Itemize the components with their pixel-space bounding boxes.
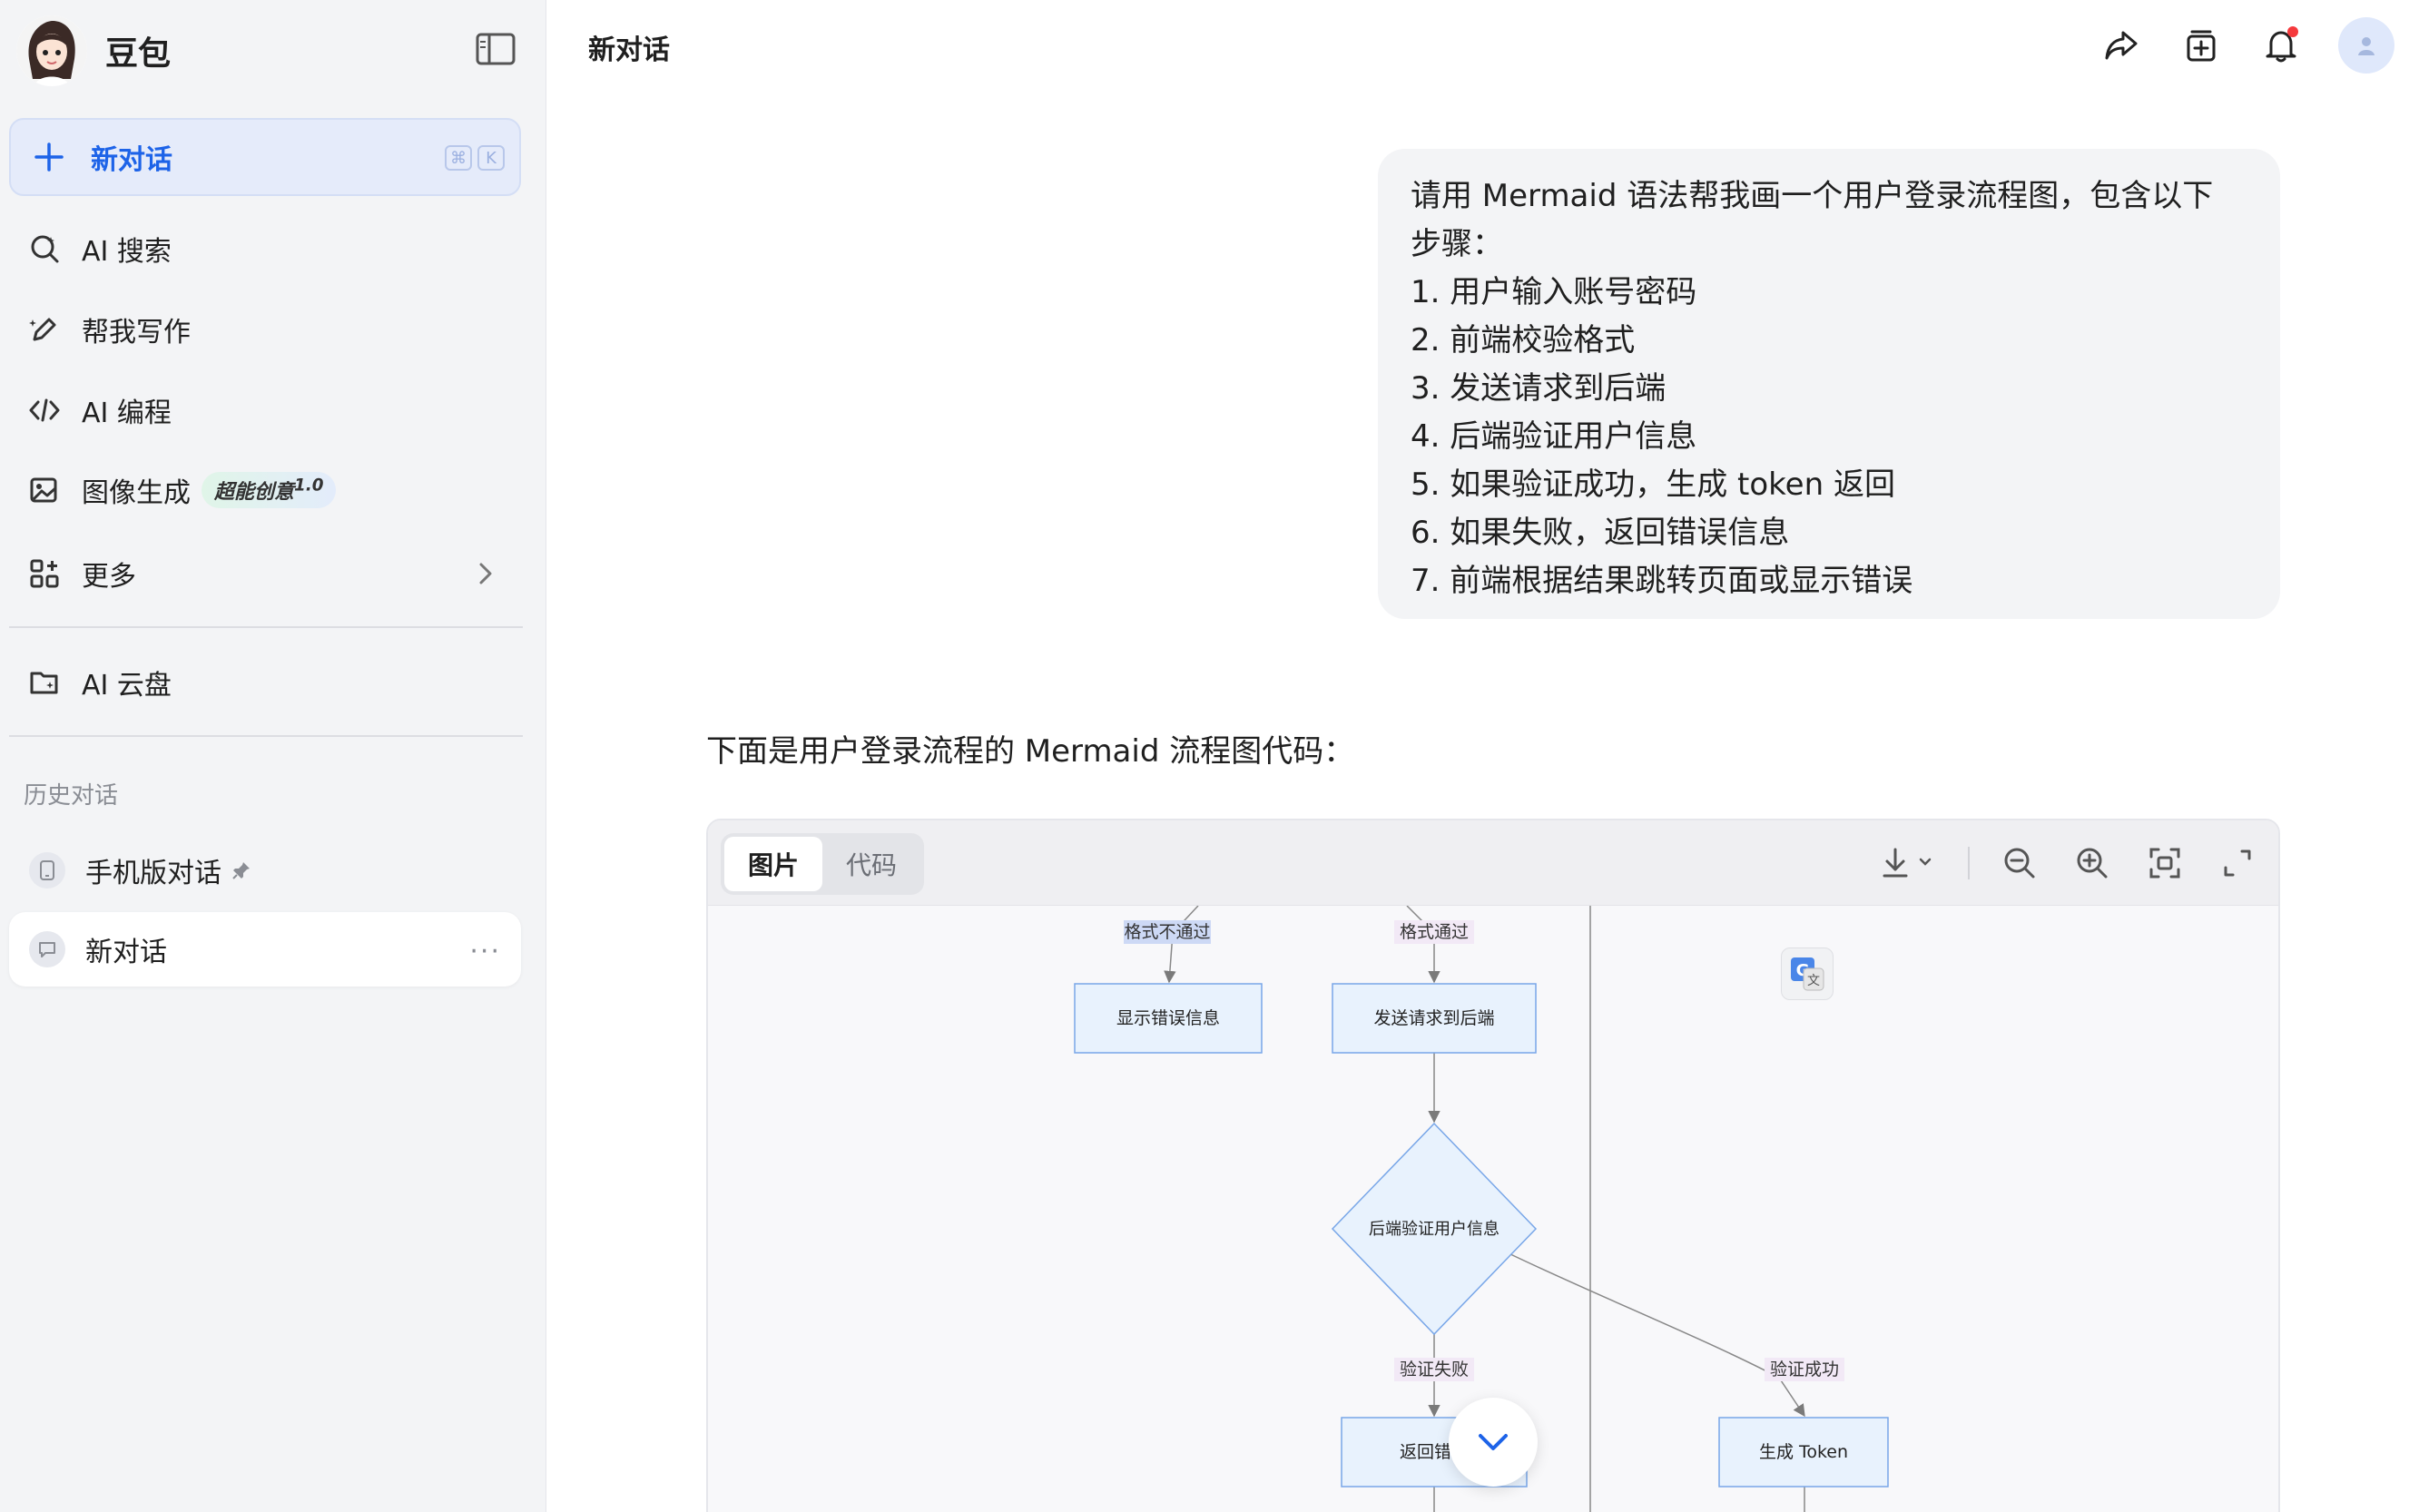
sidebar-divider: [9, 626, 523, 628]
history-item-label: 手机版对话: [85, 858, 221, 889]
node-backend-verify: [1331, 1122, 1538, 1336]
pin-icon: [231, 859, 252, 881]
message-line: 6. 如果失败，返回错误信息: [1411, 515, 1790, 551]
phone-icon: [29, 852, 65, 889]
shortcut-key-k: K: [477, 145, 505, 171]
edge-verify-success: [1506, 1252, 1805, 1418]
sidebar-item-label: AI 编程: [82, 398, 172, 429]
sidebar-item-label: 更多: [82, 561, 136, 593]
badge-version: 1.0: [294, 476, 324, 496]
message-line: 请用 Mermaid 语法帮我画一个用户登录流程图，包含以下: [1411, 178, 2214, 214]
sidebar-item-label: 帮我写作: [82, 317, 191, 349]
shortcut-key-cmd: ⌘: [445, 145, 472, 171]
new-chat-label: 新对话: [91, 144, 172, 176]
sidebar-item-cloud-drive[interactable]: AI 云盘: [27, 655, 517, 710]
mermaid-diagram-card: 图片 代码 格式不通过 格式通过 验证失败 验证成功: [706, 819, 2280, 1512]
edge-label-verify-success: 验证成功: [1770, 1360, 1839, 1379]
brand[interactable]: 豆包: [16, 15, 171, 87]
node-generate-token-label: 生成 Token: [1759, 1442, 1848, 1462]
page-title: 新对话: [588, 34, 670, 66]
brand-name: 豆包: [105, 35, 172, 73]
tab-image[interactable]: 图片: [724, 837, 823, 891]
node-send-request-label: 发送请求到后端: [1373, 1008, 1494, 1028]
node-generate-token: [1718, 1417, 1889, 1487]
sidebar-item-image-gen[interactable]: 图像生成 超能创意1.0: [27, 463, 517, 517]
assistant-intro-text: 下面是用户登录流程的 Mermaid 流程图代码：: [706, 733, 1355, 770]
history-section-title: 历史对话: [24, 782, 119, 810]
image-icon: [27, 473, 62, 507]
chevron-right-icon: [472, 559, 499, 588]
new-chat-button[interactable]: 新对话 ⌘ K: [9, 118, 521, 196]
node-show-error-label: 显示错误信息: [1116, 1008, 1220, 1028]
node-send-request: [1332, 983, 1537, 1054]
message-line: 4. 后端验证用户信息: [1411, 418, 1697, 455]
zoom-out-icon[interactable]: [1997, 840, 2042, 886]
sidebar: 豆包 新对话 ⌘ K AI 搜索 帮我写作 AI 编程 图像生成 超能创意1.0…: [0, 0, 546, 1512]
badge-text: 超能创意: [214, 481, 295, 504]
edge-label-fail-format: 格式不通过: [1124, 922, 1210, 942]
chat-bubble-icon: [29, 931, 65, 967]
sidebar-item-writing[interactable]: 帮我写作: [27, 302, 517, 357]
code-icon: [27, 393, 62, 427]
history-item[interactable]: 手机版对话: [9, 833, 521, 908]
edge-return-loop: [1589, 906, 1591, 1512]
sidebar-item-coding[interactable]: AI 编程: [27, 383, 517, 437]
sidebar-toggle-icon[interactable]: [476, 33, 516, 65]
flowchart-canvas: 格式不通过 格式通过 验证失败 验证成功 显示错误信息 发送请求到后端 后端验证…: [1074, 906, 1889, 1512]
add-to-collection-icon[interactable]: [2178, 23, 2224, 68]
sidebar-item-ai-search[interactable]: AI 搜索: [27, 221, 517, 276]
zoom-in-icon[interactable]: [2070, 840, 2115, 886]
message-line: 步骤：: [1411, 226, 1503, 262]
view-toggle: 图片 代码: [721, 833, 925, 895]
message-line: 3. 发送请求到后端: [1411, 370, 1667, 407]
top-toolbar: [2099, 13, 2409, 78]
edge-label-bg: [1765, 1358, 1844, 1381]
grid-icon: [27, 556, 62, 591]
scroll-to-bottom-button[interactable]: [1449, 1398, 1538, 1487]
feature-badge: 超能创意1.0: [202, 472, 337, 508]
message-line: 1. 用户输入账号密码: [1411, 274, 1697, 310]
download-icon[interactable]: [1877, 840, 1941, 886]
message-line: 2. 前端校验格式: [1411, 322, 1636, 358]
sidebar-item-more[interactable]: 更多: [27, 546, 517, 601]
diagram-toolbar: 图片 代码: [708, 820, 2278, 906]
diagram-tools: [1850, 840, 2260, 886]
fullscreen-icon[interactable]: [2215, 840, 2260, 886]
sidebar-item-label: AI 云盘: [82, 670, 172, 702]
node-backend-verify-label: 后端验证用户信息: [1369, 1220, 1499, 1239]
edge-label-pass-format: 格式通过: [1400, 922, 1469, 942]
message-line: 5. 如果验证成功，生成 token 返回: [1411, 466, 1895, 503]
share-icon[interactable]: [2099, 23, 2144, 68]
user-message-bubble: 请用 Mermaid 语法帮我画一个用户登录流程图，包含以下 步骤： 1. 用户…: [1378, 149, 2280, 619]
notification-dot: [2287, 26, 2298, 37]
history-item-active[interactable]: 新对话 ···: [9, 912, 521, 987]
edge-label-bg: [1394, 920, 1474, 944]
node-show-error: [1074, 983, 1263, 1054]
user-avatar[interactable]: [2338, 17, 2394, 74]
message-line: 7. 前端根据结果跳转页面或显示错误: [1411, 563, 1913, 599]
notification-bell-icon[interactable]: [2258, 23, 2304, 68]
edge-label-bg: [1394, 1358, 1474, 1381]
toolbar-separator: [1968, 847, 1970, 879]
edge-label-highlight: [1124, 920, 1211, 944]
ai-search-icon: [27, 231, 62, 266]
edge-label-verify-fail: 验证失败: [1400, 1360, 1469, 1379]
pen-icon: [27, 312, 62, 347]
svg-text:文: 文: [1807, 974, 1820, 988]
doubao-avatar: [16, 15, 87, 86]
fit-view-icon[interactable]: [2142, 840, 2188, 886]
chevron-down-icon: [1479, 1434, 1508, 1450]
sidebar-item-label: AI 搜索: [82, 236, 172, 268]
sidebar-item-label: 图像生成: [82, 477, 191, 509]
cloud-folder-icon: [27, 665, 62, 700]
shortcut-hint: ⌘ K: [445, 145, 505, 171]
tab-code[interactable]: 代码: [846, 850, 898, 880]
plus-icon: [34, 142, 64, 172]
sidebar-divider: [9, 735, 523, 737]
more-options-icon[interactable]: ···: [469, 936, 501, 967]
history-item-label: 新对话: [85, 937, 167, 968]
